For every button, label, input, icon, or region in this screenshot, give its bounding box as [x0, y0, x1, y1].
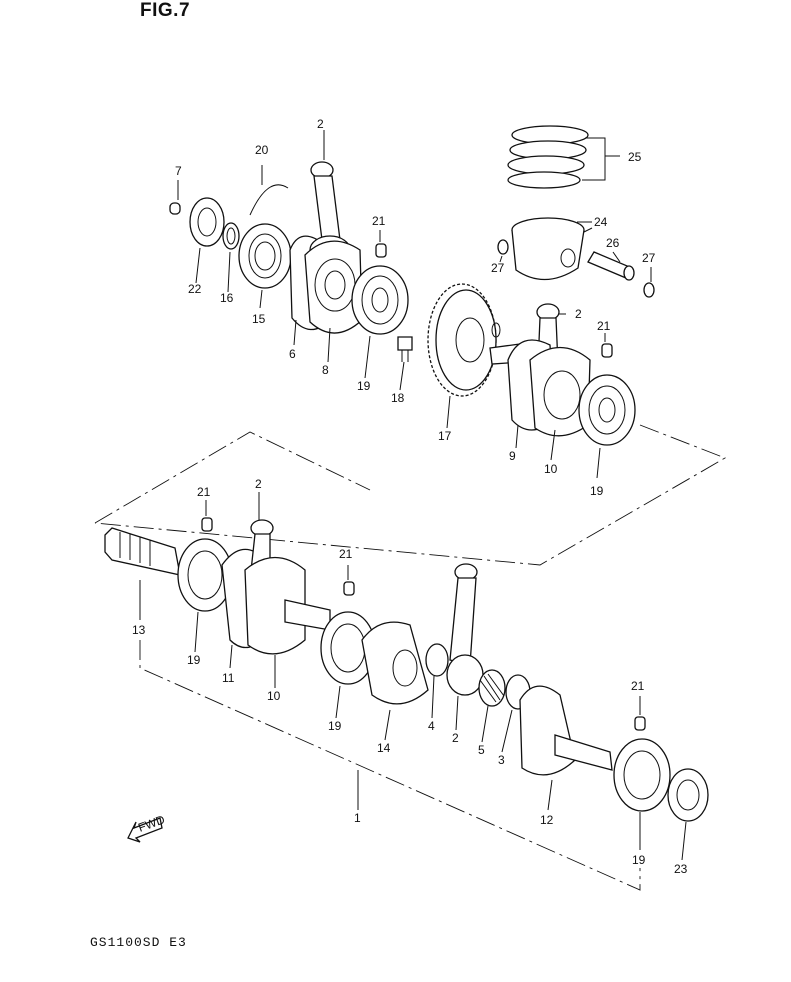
bolt-18-part: [397, 336, 413, 362]
callout-26: 26: [606, 236, 620, 250]
callout-19: 19: [357, 379, 371, 393]
callout-24: 24: [594, 215, 608, 229]
callout-6: 6: [289, 347, 296, 361]
callout-3: 3: [498, 753, 505, 767]
callout-13: 13: [132, 623, 146, 637]
callout-21: 21: [197, 485, 211, 499]
callout-15: 15: [252, 312, 266, 326]
dowel-21a-part: [375, 243, 387, 258]
dowel-21d-part: [343, 581, 355, 596]
thrust-washer-4-part: [425, 643, 449, 677]
bearing-19a-part: [351, 265, 409, 335]
callout-22: 22: [188, 282, 202, 296]
crank-web-10a-part: [529, 347, 591, 437]
piston-rings-part: [507, 125, 620, 189]
exploded-frame-lower: [139, 640, 641, 891]
callout-4: 4: [428, 719, 435, 733]
piston-pin-part: [587, 251, 635, 281]
callout-8: 8: [322, 363, 329, 377]
model-code: GS1100SD E3: [90, 935, 187, 950]
dowel-21c-part: [201, 517, 213, 532]
callout-18: 18: [391, 391, 405, 405]
callout-19: 19: [590, 484, 604, 498]
callout-1: 1: [354, 811, 361, 825]
callout-21: 21: [597, 319, 611, 333]
oil-seal-23-part: [667, 768, 709, 822]
callout-20: 20: [255, 143, 269, 157]
callout-labels: 7 20 2 25 24 21 27 26 27 22 16 15 6 8 19…: [132, 117, 688, 876]
callout-2: 2: [317, 117, 324, 131]
callout-23: 23: [674, 862, 688, 876]
callout-21: 21: [372, 214, 386, 228]
callout-27: 27: [491, 261, 505, 275]
callout-10: 10: [267, 689, 281, 703]
callout-25: 25: [628, 150, 642, 164]
callout-10: 10: [544, 462, 558, 476]
needle-bearing-5-part: [478, 669, 506, 707]
figure-title: FIG.7: [140, 0, 191, 21]
ring-16-part: [222, 222, 240, 250]
circlip-right-part: [643, 282, 655, 298]
callout-2: 2: [452, 731, 459, 745]
dowel-21b-part: [601, 343, 613, 358]
bearing-19b-part: [578, 374, 636, 446]
callout-19: 19: [187, 653, 201, 667]
callout-27: 27: [642, 251, 656, 265]
callout-17: 17: [438, 429, 452, 443]
callout-11: 11: [222, 671, 235, 685]
crank-web-12-part: [519, 685, 613, 776]
crank-web-14-part: [361, 621, 429, 705]
fwd-arrow-icon: FWD: [127, 812, 167, 843]
shaft-13-part: [104, 527, 181, 576]
crank-web-10b-part: [244, 557, 306, 655]
pin-7-part: [169, 202, 181, 215]
callout-2: 2: [255, 477, 262, 491]
callout-12: 12: [540, 813, 554, 827]
con-rod-lower-right-part: [446, 563, 484, 696]
leader-lines: [139, 130, 687, 861]
bearing-15-part: [238, 223, 292, 289]
callout-14: 14: [377, 741, 391, 755]
callout-2: 2: [575, 307, 582, 321]
oil-seal-22-part: [189, 197, 225, 247]
callout-19: 19: [328, 719, 342, 733]
gear-17-part: [427, 283, 501, 397]
callout-19: 19: [632, 853, 646, 867]
piston-part: [511, 217, 593, 281]
bearing-19e-part: [613, 738, 671, 812]
callout-7: 7: [175, 164, 182, 178]
callout-9: 9: [509, 449, 516, 463]
callout-16: 16: [220, 291, 234, 305]
dowel-21e-part: [634, 716, 646, 731]
bearing-19d-part: [320, 611, 376, 685]
exploded-frame-upper: [94, 424, 727, 566]
callout-21: 21: [631, 679, 645, 693]
callout-21: 21: [339, 547, 353, 561]
half-ring-20-part: [249, 184, 289, 216]
callout-5: 5: [478, 743, 485, 757]
circlip-left-part: [497, 239, 509, 255]
